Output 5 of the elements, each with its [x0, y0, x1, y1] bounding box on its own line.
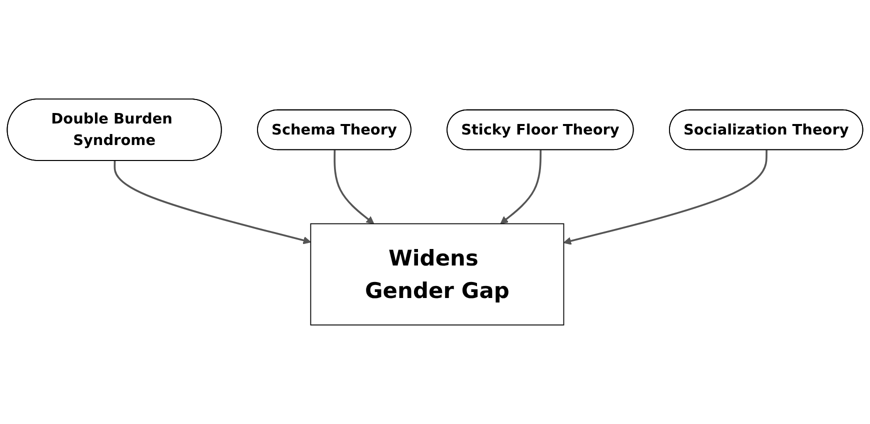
node-box: Widens Gender Gap	[310, 223, 564, 326]
arrow	[334, 150, 374, 224]
arrow	[114, 160, 312, 244]
arrow	[500, 150, 542, 224]
arrow	[563, 150, 768, 245]
